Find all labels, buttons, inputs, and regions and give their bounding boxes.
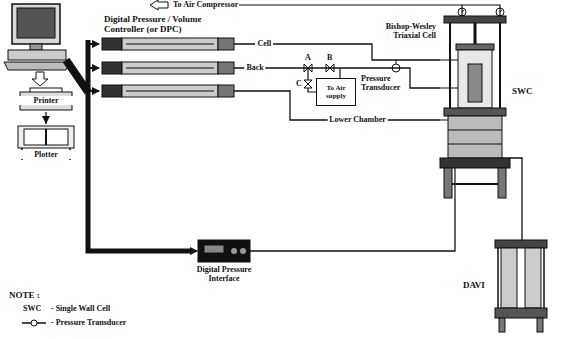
bus-branch	[88, 67, 99, 69]
abbreviation: SWC	[22, 304, 42, 313]
frame-base	[440, 158, 510, 168]
interface-case	[198, 240, 250, 262]
single-wall-cell	[448, 116, 502, 158]
controller-motor	[102, 38, 122, 50]
davi-cylinder	[525, 248, 541, 308]
node-label: Bishop-Wesley Triaxial Cell	[382, 22, 436, 40]
frame-leg	[444, 168, 452, 198]
transducer-label: Pressure Transducer	[360, 74, 406, 92]
plotter-icon: Plotter	[16, 124, 76, 162]
node-label: Printer	[16, 96, 76, 105]
davi-cylinder	[501, 248, 517, 308]
monitor	[12, 4, 60, 44]
node-label: Digital Pressure Interface	[184, 265, 264, 283]
keyboard	[4, 62, 70, 70]
controller-motor	[102, 62, 122, 74]
note-symbol	[22, 320, 46, 326]
controller-screw	[126, 44, 214, 45]
line-label: Back	[244, 64, 265, 73]
line-label: Cell	[255, 40, 273, 49]
transducer-key-symbol	[31, 320, 37, 326]
note-text: - Pressure Transducer	[50, 318, 127, 327]
air-feed	[462, 8, 500, 16]
davi-rod	[498, 248, 544, 308]
controller-bank: Digital Pressure / Volume Controller (or…	[100, 14, 234, 100]
gauge-needle	[462, 10, 502, 12]
note-heading: NOTE :	[8, 290, 41, 300]
davi-base	[495, 308, 547, 318]
bus-branch	[188, 250, 197, 252]
valve-label: C	[295, 79, 303, 88]
davi-leg	[537, 318, 543, 332]
connector	[510, 158, 522, 240]
soil-sample	[468, 64, 482, 102]
controller-cylinder	[122, 62, 218, 74]
controller-cylinder	[122, 85, 218, 97]
plotter-paper	[24, 129, 68, 145]
triaxial-cell: Bishop-Wesley Triaxial CellSWC	[440, 8, 510, 198]
line-label: Lower Chamber	[327, 116, 388, 125]
computer	[4, 4, 70, 70]
interface-knob	[231, 248, 237, 254]
pressure-transducer	[392, 60, 400, 72]
connector	[45, 112, 46, 124]
monitor-stand	[30, 44, 42, 50]
cell-chamber	[458, 50, 492, 108]
screen	[17, 8, 55, 38]
top-cap	[456, 44, 494, 50]
davi-apparatus: DAVI	[495, 240, 547, 332]
compressor-arrow	[150, 0, 168, 10]
frame-leg	[498, 168, 506, 198]
bus-branch	[88, 43, 99, 45]
davi-apparatus-drawing	[495, 240, 547, 332]
node-label: Plotter	[16, 150, 76, 159]
plotter-body	[18, 126, 74, 148]
controller-screw	[126, 91, 214, 92]
pressure-interface: Digital Pressure Interface	[198, 240, 250, 262]
bus-branch	[88, 90, 99, 92]
printer-icon: Printer	[16, 88, 76, 112]
system-unit	[8, 50, 66, 60]
bus-trunk	[66, 60, 88, 92]
air-pipe	[238, 5, 500, 8]
controller-cylinder	[122, 38, 218, 50]
node-label: DAVI	[463, 280, 493, 290]
interface-knob	[240, 248, 246, 254]
triaxial-cell-drawing	[440, 8, 510, 198]
controller-screw	[126, 68, 214, 69]
cell-detail	[448, 130, 502, 144]
valve-c	[304, 80, 312, 88]
controller-end-cap	[218, 38, 234, 50]
valve-label: A	[304, 53, 312, 62]
node-label: Digital Pressure / Volume Controller (or…	[104, 14, 230, 35]
node-sublabel: SWC	[512, 86, 540, 96]
controller-motor	[102, 85, 122, 97]
connector	[250, 198, 455, 251]
controller-end-cap	[218, 85, 234, 97]
output-arrow	[32, 72, 48, 86]
air-supply-box: To Air supply	[316, 78, 356, 106]
tie-rod	[450, 23, 500, 108]
davi-top-plate	[495, 240, 547, 248]
controller-end-cap	[218, 62, 234, 74]
davi-leg	[499, 318, 505, 332]
node-label: To Air supply	[318, 84, 354, 100]
pressure-interface-drawing	[198, 240, 250, 262]
frame-bar	[452, 183, 498, 185]
plotter-carriage	[45, 129, 47, 145]
note-text: - Single Wall Cell	[50, 304, 111, 313]
valve-label: B	[326, 53, 333, 62]
interface-display	[204, 245, 224, 253]
base-plate	[444, 108, 506, 116]
crosshead	[444, 16, 506, 23]
air-compressor-label: To Air Compressor	[172, 0, 239, 9]
